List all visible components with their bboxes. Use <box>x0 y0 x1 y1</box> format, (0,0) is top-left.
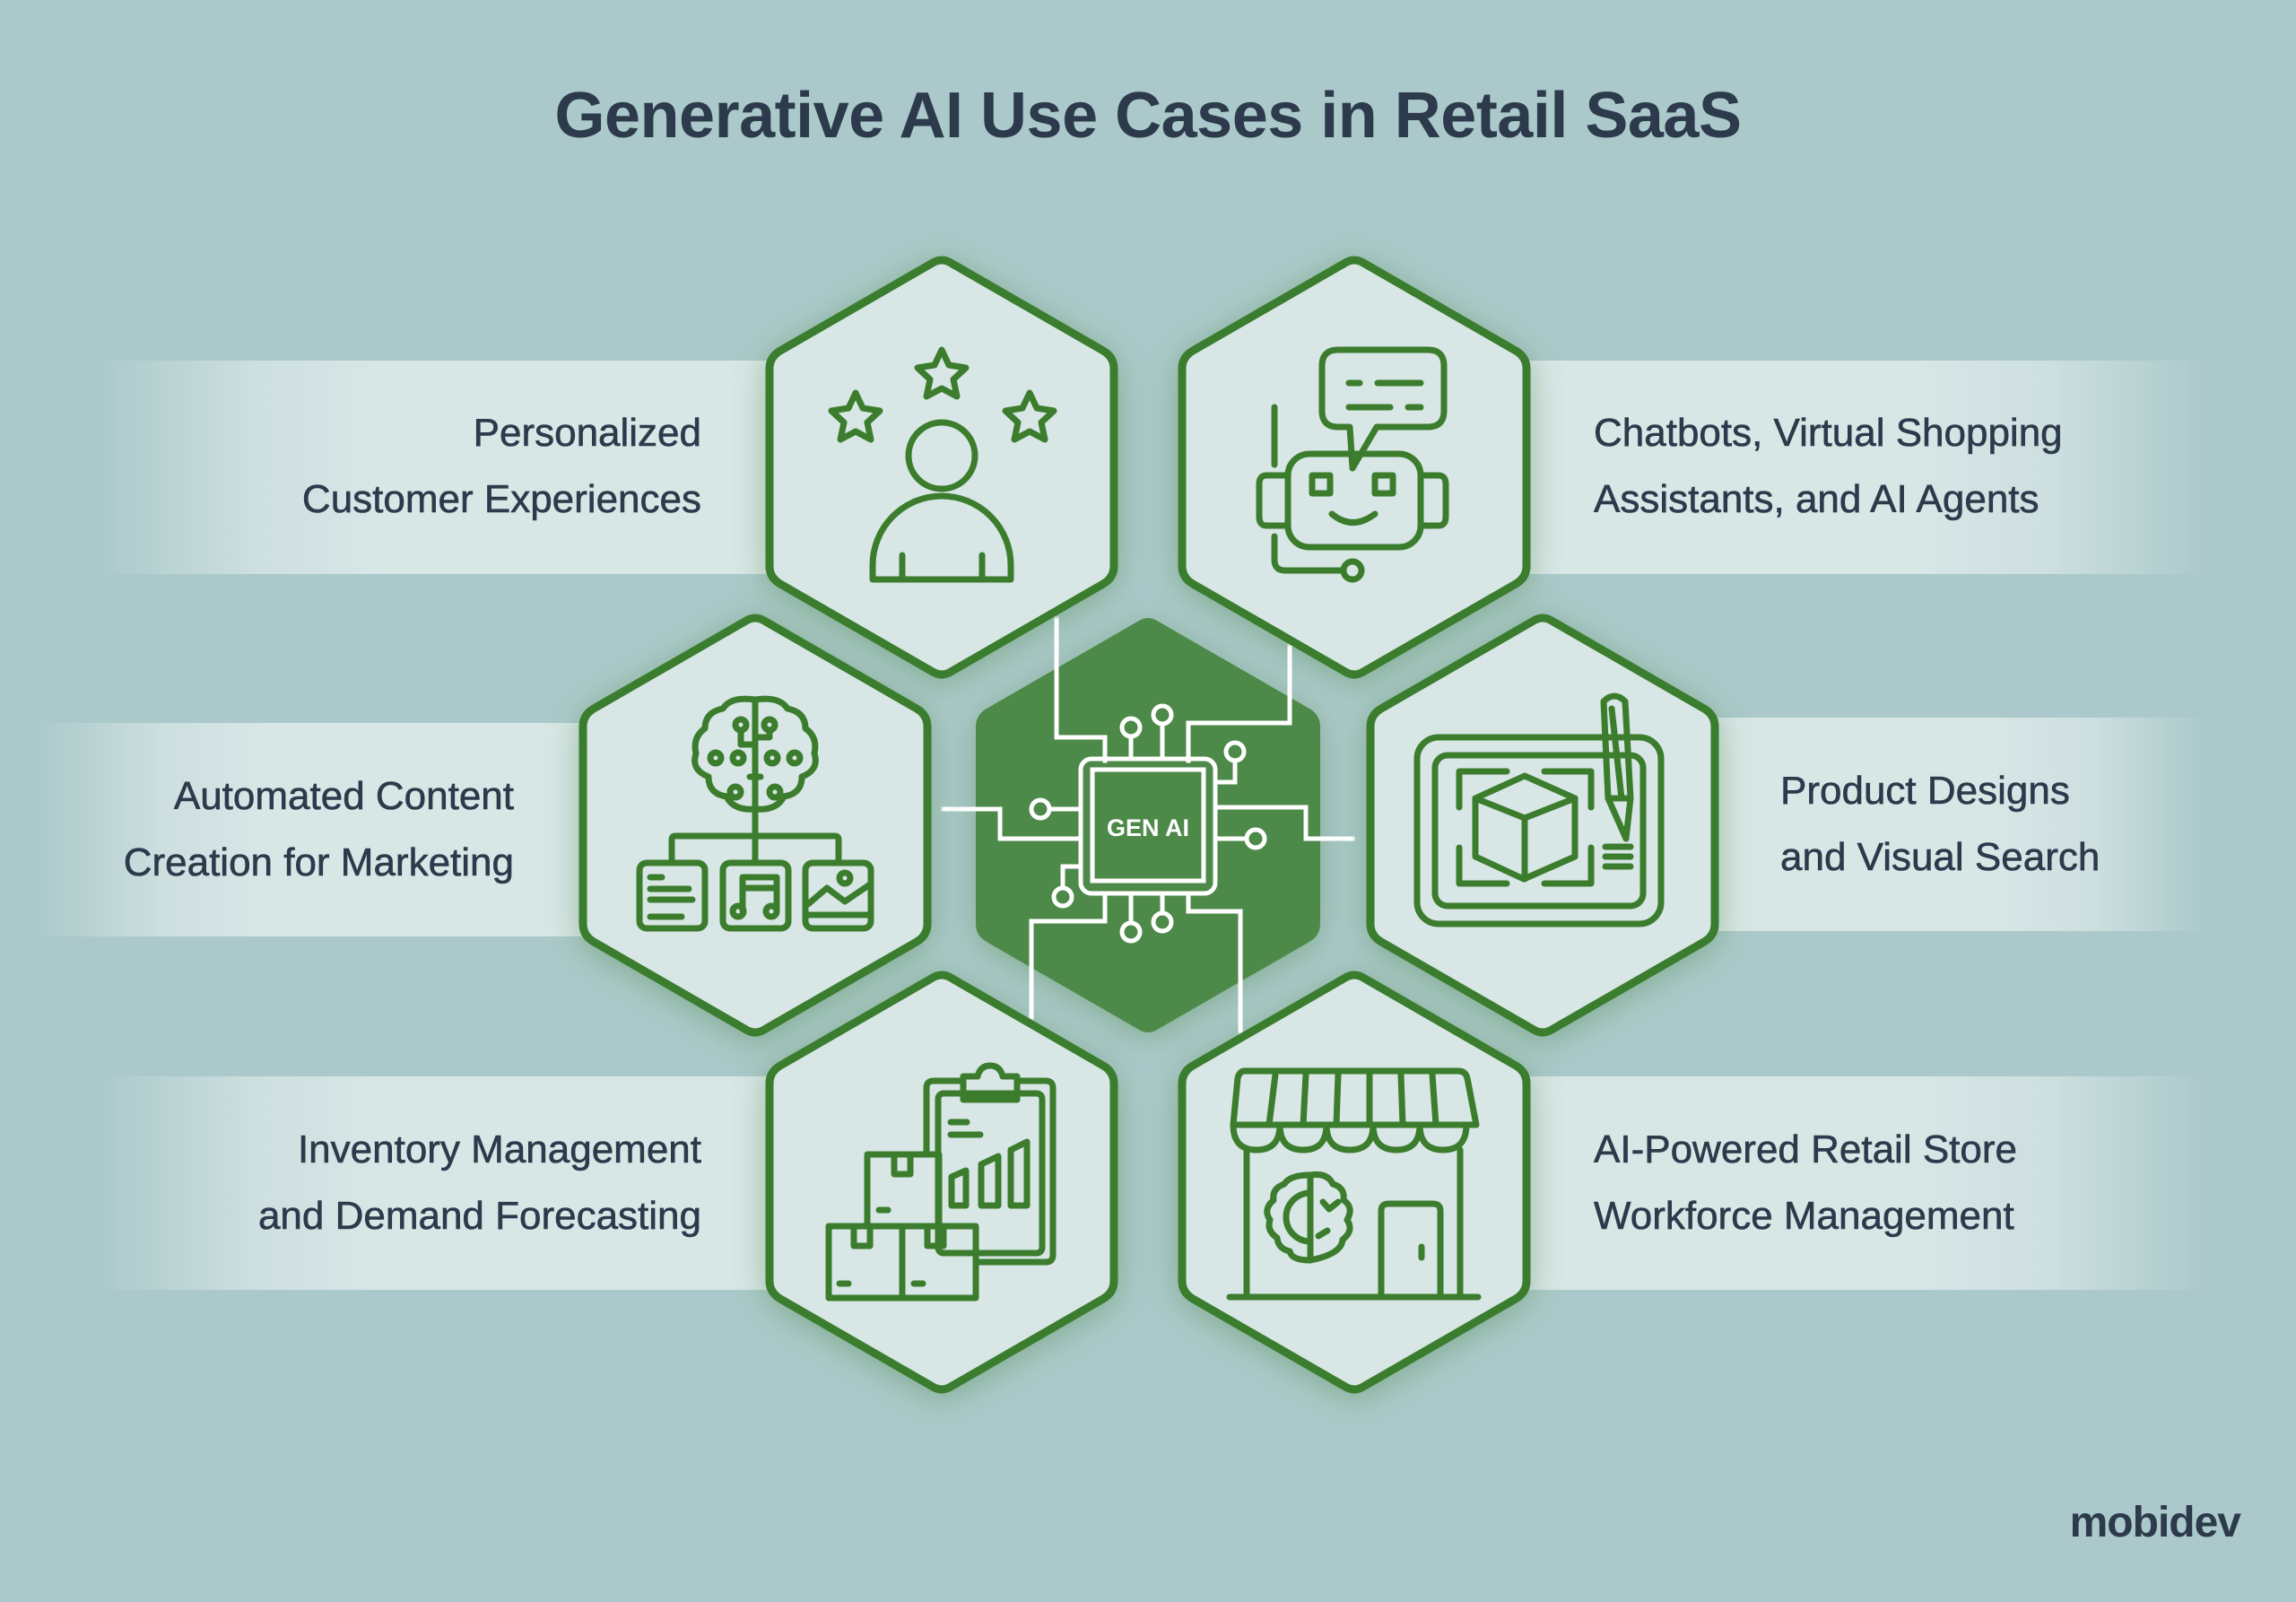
brain-content-icon <box>636 695 874 932</box>
label-product-design: Product Designs and Visual Search <box>1780 758 2100 891</box>
label-line: Customer Experiences <box>301 477 702 522</box>
label-line: and Demand Forecasting <box>257 1194 702 1239</box>
label-line: and Visual Search <box>1780 835 2100 880</box>
band-chatbots <box>1507 361 2206 574</box>
band-inventory <box>99 1076 798 1290</box>
hex-personalized <box>770 260 1114 675</box>
label-line: AI-Powered Retail Store <box>1594 1127 2018 1172</box>
label-chatbots: Chatbots, Virtual Shopping Assistants, a… <box>1594 400 2063 533</box>
label-line: Product Designs <box>1780 769 2070 814</box>
label-content: Automated Content Creation for Marketing <box>123 763 515 896</box>
user-stars-icon <box>828 346 1057 583</box>
tablet-cube-icon <box>1413 692 1665 927</box>
label-line: Assistants, and AI Agents <box>1594 477 2039 522</box>
label-line: Automated Content <box>173 774 515 819</box>
circuit-overlap-lines <box>944 619 1352 1032</box>
mobidev-logo: mobidev <box>2069 1499 2241 1546</box>
label-line: Inventory Management <box>297 1127 702 1172</box>
label-store: AI-Powered Retail Store Workforce Manage… <box>1594 1117 2018 1249</box>
label-inventory: Inventory Management and Demand Forecast… <box>257 1117 702 1249</box>
band-content <box>36 723 610 936</box>
label-personalized: Personalized Customer Experiences <box>301 400 702 533</box>
label-line: Chatbots, Virtual Shopping <box>1594 411 2063 456</box>
label-line: Personalized <box>473 411 701 456</box>
band-store <box>1507 1076 2206 1290</box>
center-label: GEN AI <box>1107 814 1189 841</box>
band-product-design <box>1686 718 2206 931</box>
page-title: Generative AI Use Cases in Retail SaaS <box>554 80 1742 152</box>
band-personalized <box>99 361 798 574</box>
boxes-clipboard-icon <box>825 1062 1057 1302</box>
label-line: Creation for Marketing <box>123 840 514 885</box>
chip-icon <box>1029 703 1267 944</box>
store-gear-icon <box>1226 1067 1482 1301</box>
label-line: Workforce Management <box>1594 1194 2014 1239</box>
hex-store <box>1182 975 1526 1389</box>
circuit-lines <box>941 616 1355 1034</box>
robot-chat-icon <box>1256 346 1449 583</box>
